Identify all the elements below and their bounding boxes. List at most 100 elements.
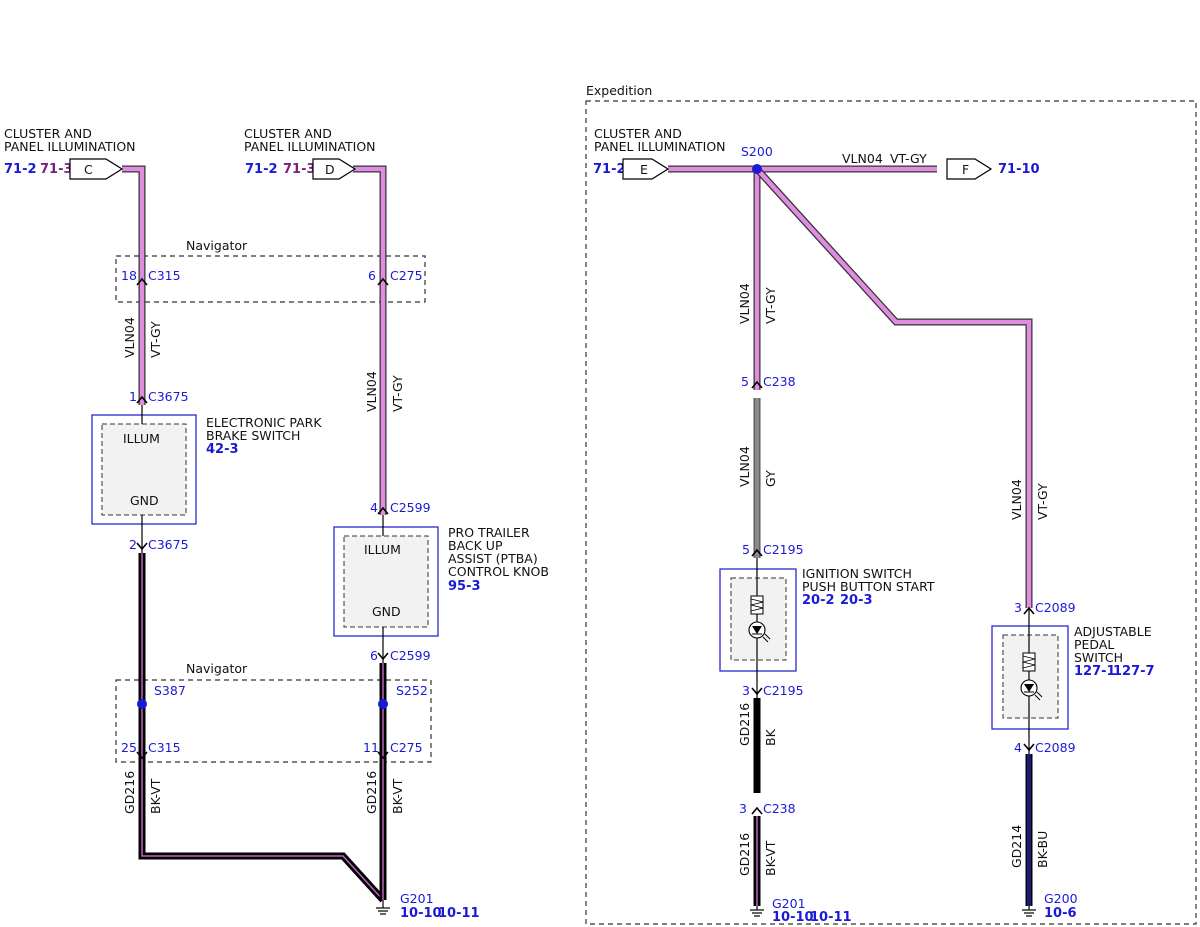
svg-text:5: 5	[741, 374, 749, 389]
svg-text:6: 6	[370, 648, 378, 663]
svg-text:VLN04: VLN04	[1009, 479, 1024, 520]
svg-text:3: 3	[1014, 600, 1022, 615]
wire-pedal	[755, 167, 1032, 608]
svg-text:D: D	[325, 162, 335, 177]
svg-text:127-1: 127-1	[1074, 664, 1116, 679]
source-e: CLUSTER AND PANEL ILLUMINATION 71-2 E	[593, 126, 726, 180]
svg-text:C238: C238	[763, 374, 796, 389]
svg-text:VLN04: VLN04	[842, 151, 883, 166]
expedition-box	[585, 100, 1197, 925]
svg-text:25: 25	[121, 740, 137, 755]
ground-g201-right: G201 10-10 10-11	[750, 896, 852, 925]
svg-text:10-10: 10-10	[400, 906, 442, 921]
svg-text:1: 1	[129, 389, 137, 404]
svg-text:10-6: 10-6	[1044, 906, 1077, 921]
svg-text:C315: C315	[148, 740, 181, 755]
svg-text:BK-VT: BK-VT	[148, 778, 163, 814]
svg-text:GD214: GD214	[1009, 825, 1024, 868]
splice-s252-label: S252	[396, 683, 428, 698]
svg-text:C2195: C2195	[763, 542, 804, 557]
svg-text:42-3: 42-3	[206, 442, 239, 457]
svg-text:C2599: C2599	[390, 648, 431, 663]
svg-text:127-7: 127-7	[1113, 664, 1155, 679]
svg-text:VT-GY: VT-GY	[390, 375, 405, 412]
svg-text:ELECTRONIC PARK: ELECTRONIC PARK	[206, 415, 322, 430]
splice-s200-label: S200	[741, 144, 773, 159]
svg-text:BK: BK	[763, 728, 778, 746]
svg-text:VT-GY: VT-GY	[148, 321, 163, 358]
svg-text:71-2: 71-2	[245, 162, 278, 177]
svg-text:C3675: C3675	[148, 389, 189, 404]
svg-text:VLN04: VLN04	[122, 317, 137, 358]
svg-text:PANEL ILLUMINATION: PANEL ILLUMINATION	[244, 139, 376, 154]
svg-text:BK-BU: BK-BU	[1035, 831, 1050, 868]
svg-text:ASSIST (PTBA): ASSIST (PTBA)	[448, 551, 538, 566]
navigator-label-top: Navigator	[186, 238, 248, 253]
svg-text:C3675: C3675	[148, 537, 189, 552]
svg-text:11: 11	[363, 740, 379, 755]
wire-d-outline	[353, 165, 387, 515]
svg-text:20-2: 20-2	[802, 593, 835, 608]
wire-c	[122, 166, 145, 405]
svg-text:71-2: 71-2	[593, 162, 626, 177]
svg-text:C275: C275	[390, 268, 423, 283]
svg-text:F: F	[962, 162, 969, 177]
svg-text:71-10: 71-10	[998, 162, 1040, 177]
svg-text:C238: C238	[763, 801, 796, 816]
svg-text:IGNITION SWITCH: IGNITION SWITCH	[802, 566, 912, 581]
pin-labels: 18 C315 6 C275 1 C3675 2 C3675 4 C2599 6…	[121, 268, 1076, 816]
svg-text:4: 4	[1014, 740, 1022, 755]
svg-text:SWITCH: SWITCH	[1074, 650, 1123, 665]
svg-text:PUSH BUTTON START: PUSH BUTTON START	[802, 579, 935, 594]
svg-text:VT-GY: VT-GY	[890, 151, 927, 166]
splice-s387-label: S387	[154, 683, 186, 698]
svg-text:CLUSTER AND: CLUSTER AND	[594, 126, 682, 141]
svg-text:E: E	[640, 162, 648, 177]
svg-text:GD216: GD216	[737, 833, 752, 876]
svg-text:4: 4	[370, 500, 378, 515]
splice-s252-dot	[378, 699, 388, 709]
svg-text:GD216: GD216	[122, 771, 137, 814]
svg-text:5: 5	[742, 542, 750, 557]
svg-text:ILLUM: ILLUM	[123, 431, 160, 446]
svg-text:10-10: 10-10	[772, 910, 814, 925]
svg-text:C315: C315	[148, 268, 181, 283]
svg-text:GD216: GD216	[364, 771, 379, 814]
svg-text:PEDAL: PEDAL	[1074, 637, 1114, 652]
navigator-box-bottom	[115, 679, 432, 763]
svg-text:GD216: GD216	[737, 703, 752, 746]
navigator-label-bottom: Navigator	[186, 661, 248, 676]
svg-text:VT-GY: VT-GY	[1035, 483, 1050, 520]
svg-text:BK-VT: BK-VT	[390, 778, 405, 814]
component-electronic-park-brake-switch: ILLUM GND ELECTRONIC PARK BRAKE SWITCH 4…	[91, 405, 322, 553]
svg-text:71-2: 71-2	[4, 162, 37, 177]
svg-text:BK-VT: BK-VT	[763, 840, 778, 876]
svg-text:C275: C275	[390, 740, 423, 755]
svg-text:VLN04: VLN04	[737, 446, 752, 487]
svg-text:GY: GY	[763, 470, 778, 487]
svg-text:3: 3	[742, 683, 750, 698]
svg-text:10-11: 10-11	[438, 906, 480, 921]
svg-text:G201: G201	[772, 896, 806, 911]
splice-s200-dot	[752, 164, 762, 174]
svg-text:C2089: C2089	[1035, 740, 1076, 755]
svg-text:10-11: 10-11	[810, 910, 852, 925]
svg-text:BACK UP: BACK UP	[448, 538, 503, 553]
svg-text:6: 6	[368, 268, 376, 283]
svg-text:BRAKE SWITCH: BRAKE SWITCH	[206, 428, 300, 443]
component-ptba-control-knob: ILLUM GND PRO TRAILER BACK UP ASSIST (PT…	[333, 515, 549, 663]
ground-g200: G200 10-6	[1022, 891, 1078, 921]
connector-f-shape	[946, 158, 993, 180]
source-d: CLUSTER AND PANEL ILLUMINATION 71-2 71-3…	[244, 126, 376, 180]
svg-text:GND: GND	[130, 493, 159, 508]
svg-text:18: 18	[121, 268, 137, 283]
wire-labels: VLN04 VT-GY VLN04 VT-GY VLN04 VT-GY VLN0…	[122, 151, 1050, 876]
wire-bk-vt-group	[138, 553, 761, 906]
svg-text:71-3: 71-3	[283, 162, 316, 177]
svg-text:G201: G201	[400, 891, 434, 906]
svg-text:C2089: C2089	[1035, 600, 1076, 615]
connector-e-shape	[622, 158, 670, 180]
svg-text:C2599: C2599	[390, 500, 431, 515]
svg-text:VLN04: VLN04	[364, 371, 379, 412]
svg-text:GND: GND	[372, 604, 401, 619]
